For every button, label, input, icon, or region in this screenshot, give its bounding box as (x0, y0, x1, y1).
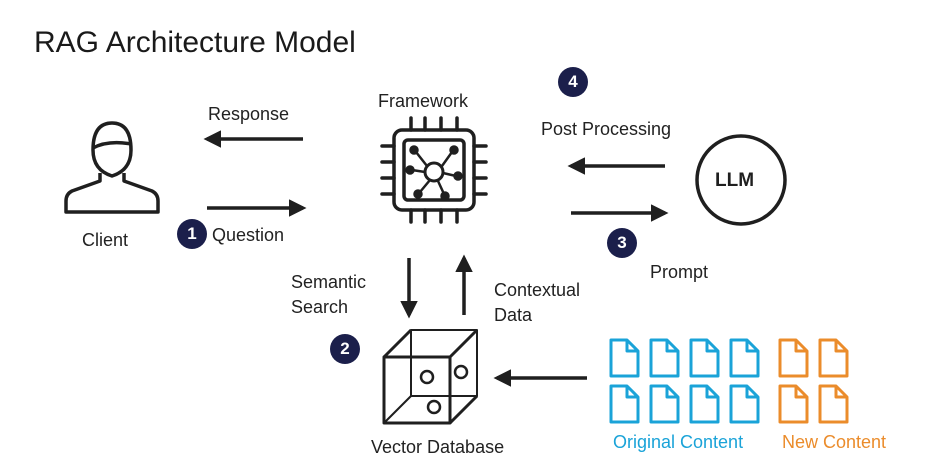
original-content-label: Original Content (613, 432, 744, 452)
new-content-documents-icon (778, 338, 849, 424)
semantic-search-label-line1: Semantic (291, 272, 367, 292)
contextual-data-label-line1: Contextual (494, 280, 581, 300)
framework-chip-icon (380, 116, 488, 224)
step-badge-1: 1 (177, 219, 207, 249)
step-badge-4: 4 (558, 67, 588, 97)
vector-database-cube-icon (382, 328, 479, 425)
step-badge-3: 3 (607, 228, 637, 258)
semantic-search-label-line2: Search (291, 297, 349, 317)
question-label: Question (212, 225, 285, 245)
vector-database-label: Vector Database (371, 437, 505, 457)
post-processing-label: Post Processing (541, 119, 672, 139)
original-content-documents-icon (609, 338, 760, 424)
diagram-title: RAG Architecture Model (34, 26, 356, 59)
response-label: Response (208, 104, 290, 124)
new-content-label: New Content (782, 432, 887, 452)
client-person-icon (64, 121, 160, 214)
step-badge-2: 2 (330, 334, 360, 364)
framework-label: Framework (378, 91, 469, 111)
contextual-data-label-line2: Data (494, 305, 533, 325)
client-label: Client (82, 230, 129, 250)
llm-circle (695, 134, 787, 226)
prompt-label: Prompt (650, 262, 709, 282)
llm-label: LLM (715, 170, 755, 191)
